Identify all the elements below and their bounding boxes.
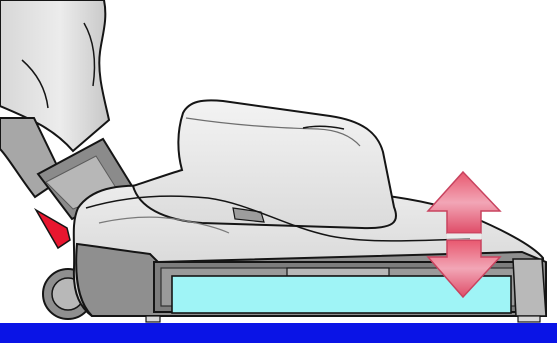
suction-slot [287,268,389,276]
floor-surface [0,323,557,343]
rear-foot [146,316,160,322]
front-foot [518,316,540,322]
front-lip [513,259,546,316]
nozzle-top-cover [133,100,396,228]
height-adjust-pedal [36,210,70,248]
